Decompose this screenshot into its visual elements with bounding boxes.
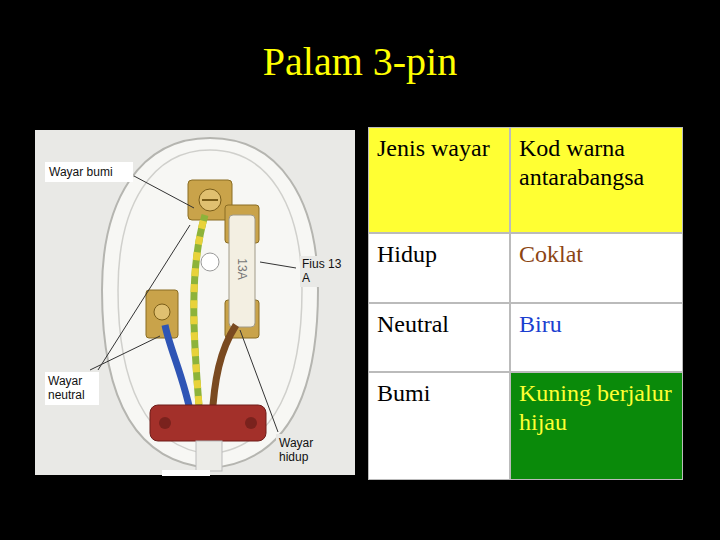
table-cell: Hidup	[368, 233, 510, 303]
fuse-rating: 13A	[235, 249, 249, 289]
plug-body	[102, 138, 318, 468]
table-cell: Bumi	[368, 372, 510, 480]
leader-line	[98, 225, 190, 370]
part-label: Wayar bumi	[45, 162, 133, 182]
earth-screw	[199, 189, 221, 211]
cable	[196, 441, 222, 471]
part-label: Wayar hidup	[276, 434, 330, 467]
photo-ground	[35, 130, 355, 475]
table-header-cell: Jenis wayar	[368, 127, 510, 233]
neutral-terminal	[146, 290, 178, 338]
earth-wire	[194, 215, 205, 420]
leader-line	[260, 262, 296, 268]
slide-title: Palam 3-pin	[0, 38, 720, 85]
photo-edge	[162, 470, 210, 476]
table-header-cell: Kod warna antarabangsa	[510, 127, 683, 233]
leader-line	[90, 336, 160, 370]
table-cell: Neutral	[368, 303, 510, 372]
cord-grip	[150, 405, 266, 441]
plug-inner-rim	[118, 150, 302, 454]
table-cell: Biru	[510, 303, 683, 372]
part-label: Wayar neutral	[45, 372, 99, 405]
table-cell: Kuning berjalur hijau	[510, 372, 683, 480]
centre-screw	[201, 253, 219, 271]
table-cell: Coklat	[510, 233, 683, 303]
fuse	[229, 215, 255, 327]
part-label: Fius 13 A	[300, 256, 348, 287]
leader-line	[134, 176, 194, 208]
leader-line	[240, 330, 278, 432]
earth-wire-stripe	[194, 215, 205, 420]
